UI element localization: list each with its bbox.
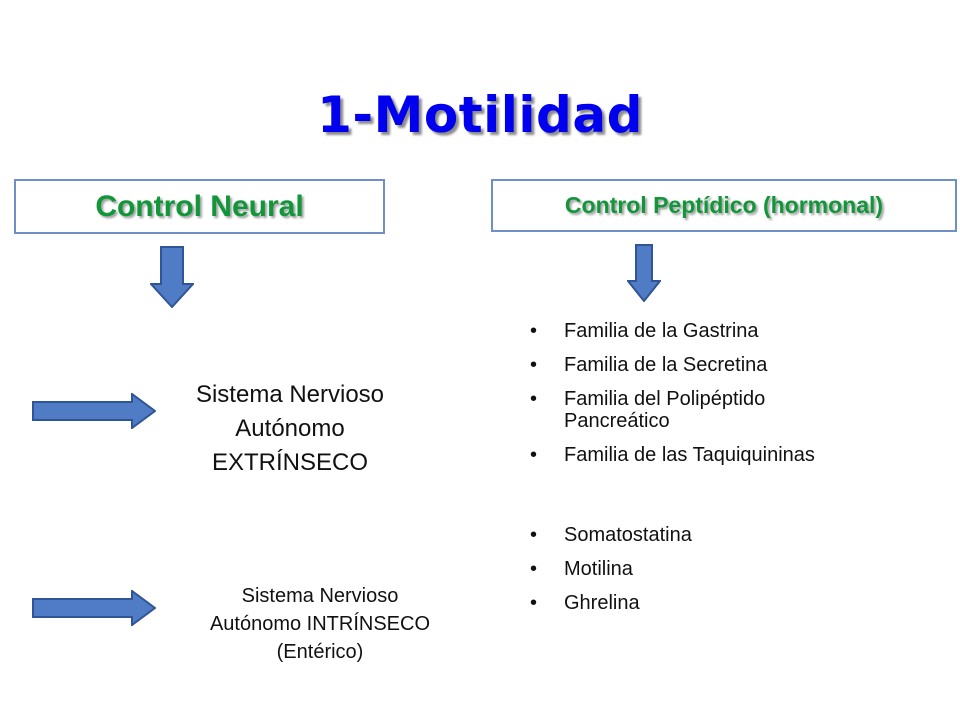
list-item-label: Familia de las Taquiquininas [564,444,815,466]
page-title: 1-Motilidad [317,86,643,144]
sistema-extrinseco-text: Sistema Nervioso Autónomo EXTRÍNSECO [140,378,440,480]
intrinseco-line: (Entérico) [276,641,364,663]
bullet-icon: • [530,388,538,410]
list-item-label: Pancreático [564,410,670,432]
sistema-intrinseco-text: Sistema Nervioso Autónomo INTRÍNSECO (En… [160,582,480,666]
list-item-label: Motilina [564,558,633,580]
intrinseco-line: Autónomo INTRÍNSECO [209,613,431,635]
list-item-label: Somatostatina [564,524,692,546]
intrinseco-line: Sistema Nervioso [241,585,399,607]
control-neural-box: Control Neural [14,179,385,234]
down-arrow-peptide-icon [627,244,661,302]
extrinseco-line: EXTRÍNSECO [211,449,369,476]
list-item: • Motilina [530,558,692,580]
control-neural-label: Control Neural [95,189,304,223]
right-arrow-intrinseco-icon [32,590,156,626]
right-arrow-extrinseco-icon [32,393,156,429]
list-item: • Somatostatina [530,524,692,546]
peptide-others-list: • Somatostatina • Motilina • Ghrelina [530,524,692,626]
list-item-label: Familia de la Secretina [564,354,768,376]
list-item-label: Ghrelina [564,592,640,614]
list-item: • Familia de la Gastrina [530,320,815,342]
control-peptidico-box: Control Peptídico (hormonal) [491,179,957,232]
list-item: • Familia de las Taquiquininas [530,444,815,466]
bullet-icon: • [530,320,538,342]
control-peptidico-label: Control Peptídico (hormonal) [564,192,884,218]
extrinseco-line: Autónomo [235,415,345,442]
bullet-icon: • [530,524,538,546]
list-item: • Familia del Polipéptido Pancreático [530,388,815,432]
extrinseco-line: Sistema Nervioso [195,381,385,408]
peptide-families-list: • Familia de la Gastrina • Familia de la… [530,320,815,478]
bullet-icon: • [530,558,538,580]
down-arrow-neural-icon [150,246,194,308]
list-item: • Familia de la Secretina [530,354,815,376]
bullet-icon: • [530,592,538,614]
bullet-icon: • [530,444,538,466]
list-item: • Ghrelina [530,592,692,614]
list-item-label: Familia del Polipéptido [564,388,766,410]
list-item-label: Familia de la Gastrina [564,320,759,342]
bullet-icon: • [530,354,538,376]
